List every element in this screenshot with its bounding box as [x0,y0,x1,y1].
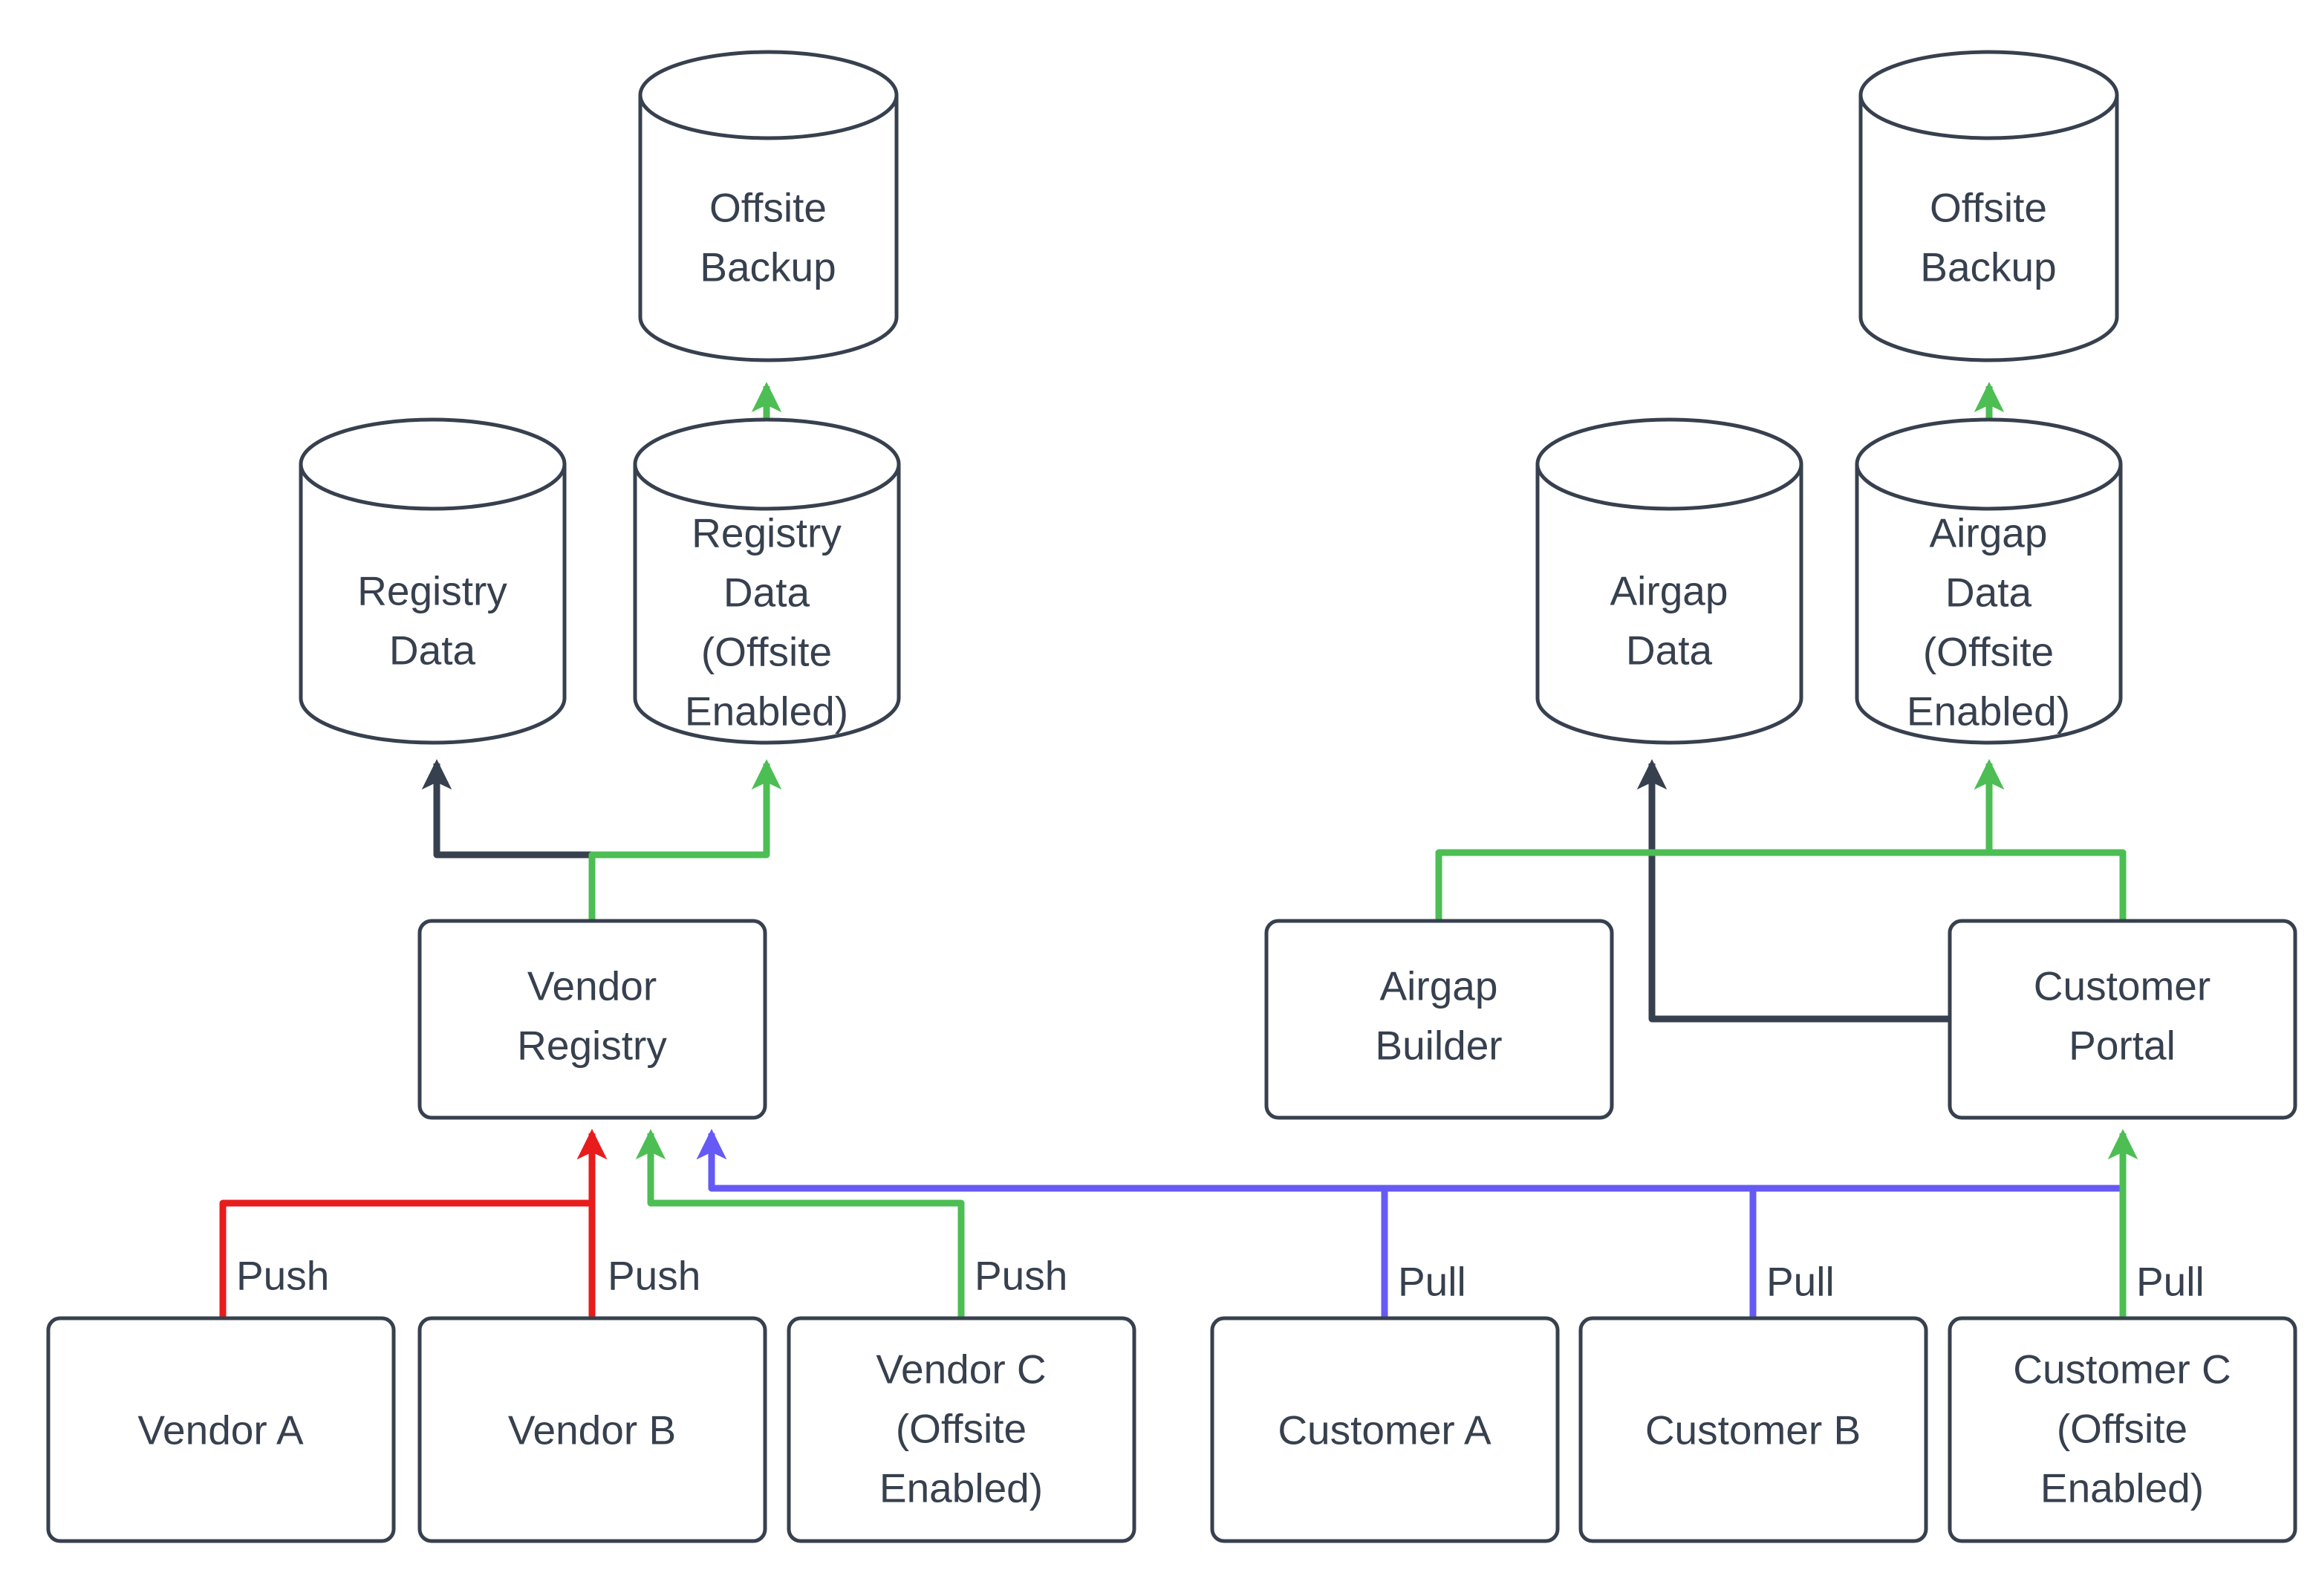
node-label: Registry [517,1023,667,1069]
edge-label-push-vendor-c: Push [975,1253,1067,1299]
node-layer: Offsite Backup Registry Data Registry Da… [46,50,2297,1543]
cylinder-top [299,417,567,511]
node-label: Builder [1375,1023,1502,1069]
node-label: Enabled) [879,1465,1043,1511]
node-offsite-backup-right[interactable]: Offsite Backup [1858,50,2119,362]
node-label: Enabled) [1907,688,2070,735]
cylinder-top [1535,417,1803,511]
node-airgap-data-offsite[interactable]: Airgap Data (Offsite Enabled) [1855,417,2123,745]
node-label: Backup [1920,244,2056,290]
node-label: Airgap [1380,963,1498,1009]
node-label: Airgap [1610,568,1728,614]
edge-customer-b-pull [696,1129,1757,1318]
node-label: Enabled) [2040,1465,2204,1511]
node-label: Vendor [527,963,657,1009]
node-label: Airgap [1930,510,2048,556]
node-label: Backup [700,244,836,290]
node-vendor-a[interactable]: Vendor A [46,1316,396,1543]
edge-layer [219,382,2138,1318]
node-label: Data [1945,570,2032,616]
cylinder-top [1855,417,2123,511]
node-vendor-registry[interactable]: Vendor Registry [417,919,767,1120]
node-label: Enabled) [685,688,848,735]
cylinder-top [633,417,901,511]
node-label: Customer B [1645,1407,1861,1453]
node-label: Registry [357,568,507,614]
node-registry-data[interactable]: Registry Data [299,417,567,745]
edge-vendor-registry-to-registry-data-offsite [588,759,782,921]
node-airgap-data[interactable]: Airgap Data [1535,417,1803,745]
edge-vendor-c-push [635,1129,965,1318]
cylinder-body [1855,464,2123,745]
node-label: Customer A [1278,1407,1491,1453]
node-box [417,1316,767,1543]
node-label: (Offsite [2057,1406,2187,1452]
node-box [1578,1316,1928,1543]
cylinder-body [633,464,901,745]
node-box [787,1316,1136,1543]
node-box [1948,1316,2297,1543]
node-label: Data [723,570,810,616]
cylinder-body [638,95,899,362]
node-label: Customer C [2013,1346,2231,1393]
node-airgap-builder[interactable]: Airgap Builder [1264,919,1614,1120]
node-registry-data-offsite[interactable]: Registry Data (Offsite Enabled) [633,417,901,745]
edge-vendor-registry-to-registry-data [421,759,596,921]
cylinder-body [1858,95,2119,362]
edge-label-pull-customer-a: Pull [1398,1259,1466,1305]
cylinder-body [1535,464,1803,745]
node-vendor-b[interactable]: Vendor B [417,1316,767,1543]
cylinder-body [299,464,567,745]
node-label: Data [389,628,476,674]
node-customer-a[interactable]: Customer A [1210,1316,1560,1543]
node-label: Portal [2069,1023,2176,1069]
node-label: Vendor A [137,1407,304,1453]
node-customer-b[interactable]: Customer B [1578,1316,1928,1543]
node-label: Data [1626,628,1713,674]
edge-airgap-builder-to-airgap-data-offsite [1435,759,2005,921]
edge-label-push-vendor-b: Push [608,1253,700,1299]
node-label: Vendor B [508,1407,676,1453]
edge-customer-portal-to-airgap-data-offsite [1974,759,2127,921]
node-label: Registry [692,510,842,556]
edge-customer-portal-to-airgap-data [1636,759,1950,1023]
node-box [1948,919,2297,1120]
edge-label-pull-customer-c: Pull [2136,1259,2205,1305]
node-label: Offsite [1930,185,2047,231]
node-label: (Offsite [701,629,832,675]
node-box [417,919,767,1120]
cylinder-top [1858,50,2119,140]
node-offsite-backup-left[interactable]: Offsite Backup [638,50,899,362]
cylinder-top [638,50,899,140]
node-box [46,1316,396,1543]
edge-label-push-vendor-a: Push [236,1253,329,1299]
node-vendor-c[interactable]: Vendor C (Offsite Enabled) [787,1316,1136,1543]
node-customer-portal[interactable]: Customer Portal [1948,919,2297,1120]
edge-label-pull-customer-b: Pull [1766,1259,1835,1305]
node-label: (Offsite [1923,629,2054,675]
node-box [1264,919,1614,1120]
node-label: Customer [2034,963,2210,1009]
node-label: (Offsite [896,1406,1027,1452]
node-label: Offsite [709,185,827,231]
node-customer-c[interactable]: Customer C (Offsite Enabled) [1948,1316,2297,1543]
node-box [1210,1316,1560,1543]
node-label: Vendor C [876,1346,1046,1393]
edge-label-layer: Push Push Push Pull Pull Pull [236,1253,2205,1305]
